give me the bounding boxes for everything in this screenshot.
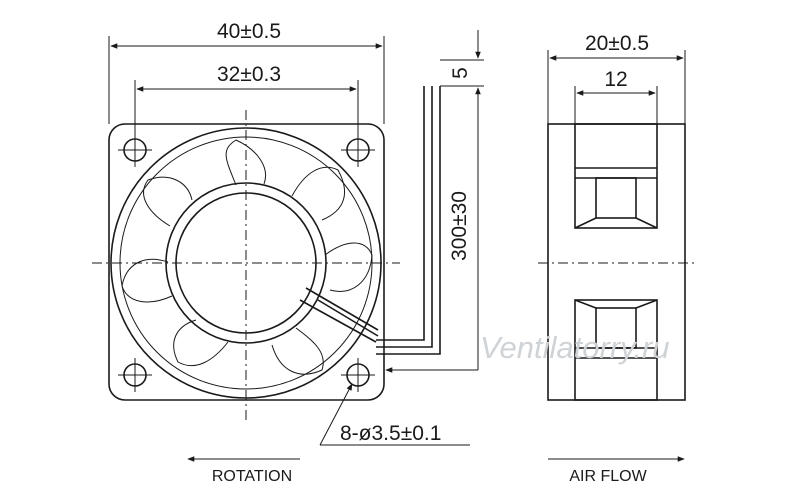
- inner-depth-text: 12: [604, 68, 627, 91]
- front-view: 40±0.5 32±0.3 5 300±30 8-ø3.5±0.1: [92, 20, 484, 485]
- dim-lead-length: 300±30: [385, 88, 479, 373]
- depth-text: 20±0.5: [585, 32, 649, 55]
- side-view: 20±0.5 12 AIR FLOW: [538, 32, 696, 485]
- holes-callout: 8-ø3.5±0.1: [319, 383, 470, 446]
- lead-wires: [376, 86, 441, 355]
- dim-depth: 20±0.5: [547, 32, 686, 124]
- fan-blades: [121, 139, 373, 375]
- hole-spacing-text: 32±0.3: [217, 63, 281, 86]
- overall-width-text: 40±0.5: [217, 20, 281, 43]
- side-upper-pocket: [574, 123, 658, 229]
- rotation-label: ROTATION: [212, 468, 292, 485]
- airflow-indicator: AIR FLOW: [548, 456, 685, 485]
- dim-overall-width: 40±0.5: [108, 20, 385, 124]
- holes-text: 8-ø3.5±0.1: [340, 422, 441, 445]
- dim-inner-depth: 12: [574, 68, 658, 124]
- dim-hole-spacing: 32±0.3: [134, 63, 359, 137]
- watermark: Ventilatorry.ru: [480, 330, 670, 365]
- mounting-holes: [118, 133, 375, 392]
- dim-wire-offset: 5: [440, 30, 484, 112]
- airflow-label: AIR FLOW: [569, 468, 647, 485]
- wire-struts: [299, 287, 379, 343]
- lead-length-text: 300±30: [448, 191, 471, 261]
- side-lower-pocket: [574, 299, 658, 401]
- rotation-indicator: ROTATION: [187, 456, 300, 485]
- wire-offset-text: 5: [449, 67, 472, 79]
